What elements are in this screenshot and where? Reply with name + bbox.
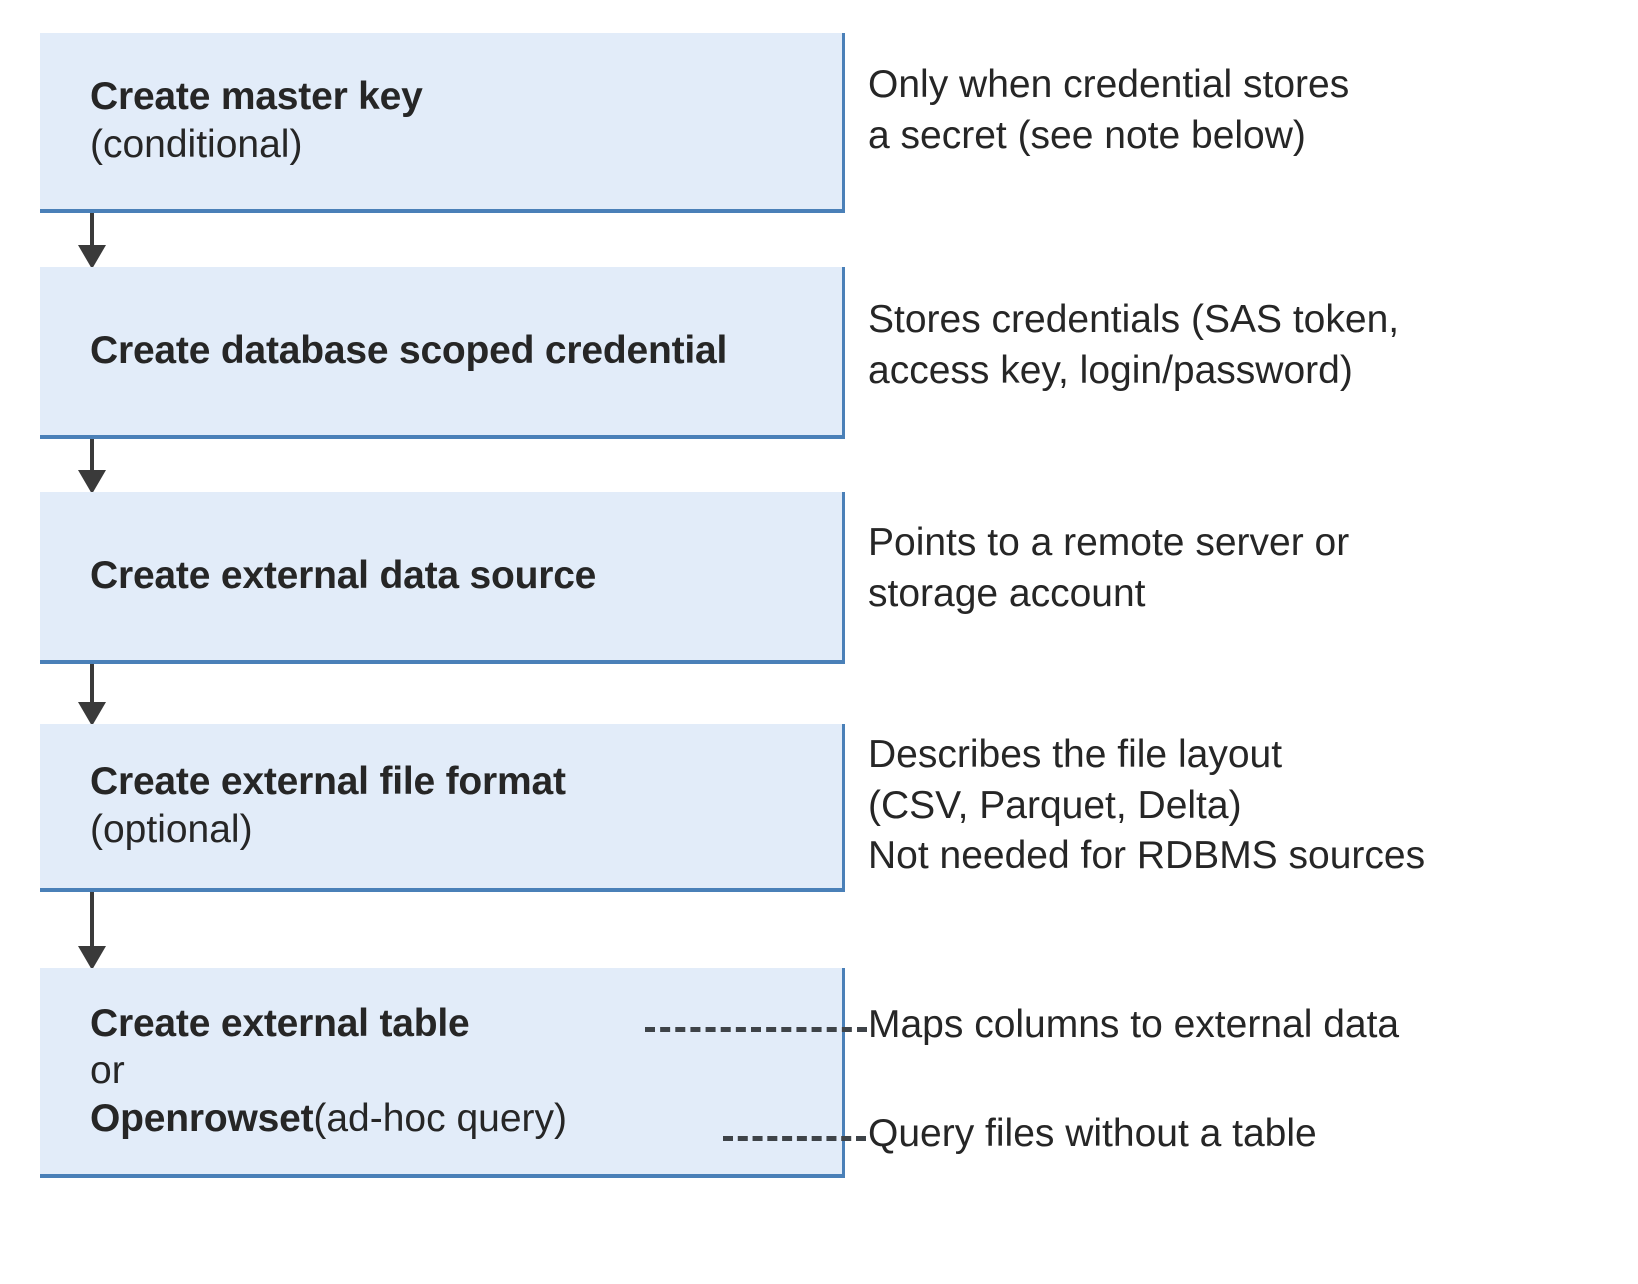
arrow-down-icon-2 [78, 439, 106, 494]
arrow-head [78, 470, 106, 494]
step-alt-line: Openrowset (ad-hoc query) [90, 1095, 828, 1143]
step-subtitle: (conditional) [90, 123, 303, 166]
step-note-openrowset: Query files without a table [868, 1112, 1317, 1155]
dashed-connector-external-table [645, 1027, 867, 1032]
arrow-down-icon-3 [78, 664, 106, 726]
step-title: Create external data source [90, 554, 597, 598]
step-box-create-external-file-format[interactable]: Create external file format (optional) [40, 724, 845, 892]
arrow-head [78, 946, 106, 970]
step-note-external-table: Maps columns to external data [868, 1003, 1400, 1046]
arrow-stem [90, 213, 94, 247]
step-title: Create master key [90, 75, 423, 119]
step-title: Create external file format [90, 760, 566, 804]
step-box-create-database-scoped-credential[interactable]: Create database scoped credential [40, 267, 845, 439]
step-note-create-database-scoped-credential: Stores credentials (SAS token, access ke… [868, 298, 1400, 392]
arrow-down-icon-4 [78, 892, 106, 970]
step-box-create-external-data-source[interactable]: Create external data source [40, 492, 845, 664]
arrow-head [78, 702, 106, 726]
step-title: Create database scoped credential [90, 329, 728, 373]
arrow-stem [90, 439, 94, 472]
arrow-head [78, 245, 106, 269]
step-note-create-master-key: Only when credential stores a secret (se… [868, 63, 1350, 157]
step-alt-title: Openrowset [90, 1096, 314, 1140]
arrow-stem [90, 892, 94, 948]
step-title: Create external table [90, 1001, 470, 1045]
step-or-label: or [90, 1049, 125, 1093]
step-box-create-master-key[interactable]: Create master key (conditional) [40, 33, 845, 213]
dashed-connector-openrowset [723, 1136, 866, 1141]
step-alt-suffix: (ad-hoc query) [313, 1096, 567, 1140]
arrow-down-icon-1 [78, 213, 106, 269]
step-note-create-external-file-format: Describes the file layout (CSV, Parquet,… [868, 733, 1426, 878]
step-subtitle: (optional) [90, 808, 253, 851]
arrow-stem [90, 664, 94, 704]
step-box-create-external-table-or-openrowset[interactable]: Create external table or Openrowset (ad-… [40, 968, 845, 1178]
step-note-create-external-data-source: Points to a remote server or storage acc… [868, 521, 1350, 615]
